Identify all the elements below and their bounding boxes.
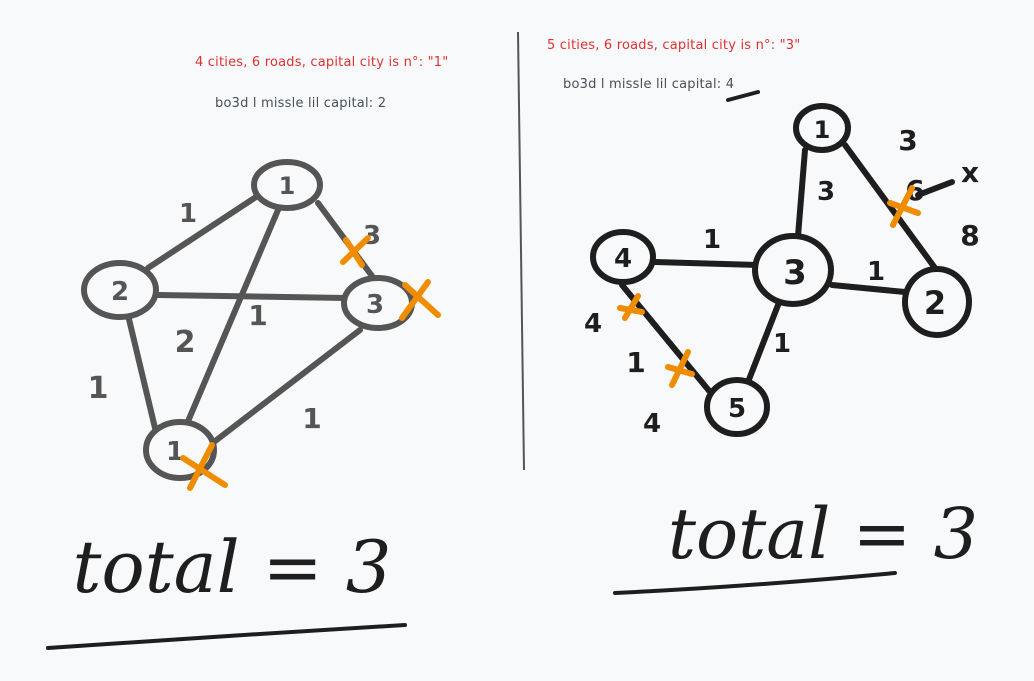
right-node-4-label: 4: [614, 244, 632, 274]
right-node-3: [752, 233, 834, 307]
right-edge-label-4-5-a: 4: [584, 309, 602, 339]
underline-mark: [726, 90, 760, 102]
right-edge-1-2: [842, 142, 938, 271]
right-title: 5 cities, 6 roads, capital city is n°: "…: [547, 38, 801, 53]
right-edge-label-1-2-top: 3: [898, 124, 917, 157]
right-total: total = 3: [668, 493, 978, 575]
right-cross-edge-1-2: [887, 185, 921, 228]
right-edge-4-3: [652, 259, 761, 268]
left-edge-label-2-3: 2: [175, 325, 196, 360]
right-edge-label-1-2-bottom: 8: [960, 219, 979, 252]
left-edge-label-1-3: 3: [363, 221, 381, 251]
left-cross-node-3: [399, 279, 441, 321]
divider-line: [517, 31, 525, 471]
right-node-5: [704, 377, 770, 437]
right-edge-3-5: [745, 297, 783, 385]
right-edge-label-1-3: 3: [817, 177, 835, 207]
right-cross-edge-4-5-a: [617, 293, 645, 321]
left-node-3-label: 3: [366, 290, 384, 320]
right-edge-3-2: [829, 282, 908, 295]
right-edge-4-5: [619, 282, 718, 401]
right-subtitle: bo3d l missle lil capital: 4: [563, 77, 735, 92]
right-edge-label-3-5: 1: [773, 329, 791, 359]
left-node-1-label: 1: [279, 172, 296, 200]
right-node-5-label: 5: [728, 394, 746, 424]
left-edge-label-1-4: 1: [248, 299, 267, 332]
right-node-2: [902, 266, 972, 338]
left-edge-label-1-2: 1: [179, 199, 197, 229]
left-edge-label-3-4: 1: [302, 402, 321, 435]
right-node-4: [590, 229, 656, 285]
left-graph: [81, 159, 415, 481]
right-edge-label-4-5-mid: 1: [626, 346, 645, 379]
right-edge-label-mid-6: 6: [905, 174, 924, 207]
left-node-1: [251, 159, 323, 211]
left-total-underline: [46, 623, 407, 650]
left-cross-edge-1-3: [340, 235, 371, 268]
left-edge-2-3: [155, 292, 349, 301]
right-node-2-label: 2: [924, 284, 946, 322]
right-edge-label-4-3: 1: [703, 225, 721, 255]
right-node-1-label: 1: [814, 116, 831, 144]
left-edge-2-4: [125, 312, 158, 431]
right-edge-label-4-5-b: 4: [643, 409, 661, 439]
left-edge-1-4: [177, 207, 281, 443]
left-subtitle: bo3d l missle lil capital: 2: [215, 96, 387, 111]
left-node-2: [81, 260, 159, 320]
right-edge-label-x: x: [961, 156, 979, 189]
right-node-1: [793, 103, 851, 153]
left-edge-1-2: [145, 190, 265, 271]
right-cross-edge-4-5-b: [665, 349, 695, 388]
left-edge-3-4: [207, 327, 363, 448]
left-node-4-label: 1: [166, 437, 184, 467]
left-total: total = 3: [72, 525, 391, 609]
right-total-underline: [613, 571, 897, 595]
left-cross-node-4: [180, 442, 228, 491]
right-node-3-label: 3: [783, 253, 807, 293]
left-edge-label-2-4: 1: [88, 371, 109, 406]
right-edge-1-3: [795, 147, 808, 239]
left-node-2-label: 2: [111, 277, 129, 307]
right-graph: [590, 103, 972, 437]
right-edge-label-3-2: 1: [867, 257, 885, 287]
left-title: 4 cities, 6 roads, capital city is n°: "…: [195, 55, 449, 70]
right-edge-stub: [915, 179, 955, 198]
